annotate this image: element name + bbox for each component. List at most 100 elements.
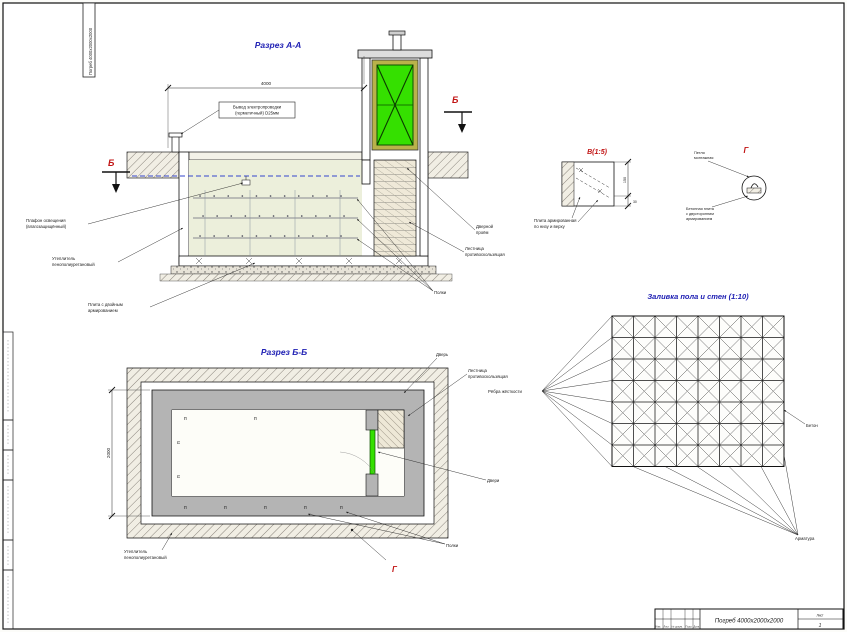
petlya-label-2: монтажная [694,156,713,160]
plafon-label-1: Плафон освещения [26,218,66,223]
detail-v-label-2: по низу и верху [534,224,566,229]
titleblock-col-podp: Подп. [686,625,693,629]
corner-stamp: Погреб 4000х2000х2000 [82,2,96,78]
dim-4000-value: 4000 [261,81,272,86]
titleblock-col-data: Дата [694,625,700,629]
shelf-mark: п [184,505,187,511]
shelf-mark: п [254,416,257,422]
floor-slab [178,255,429,267]
detail-v-dims: 150 30 [614,158,637,210]
detail-v-dim-30: 30 [633,200,637,204]
section-bb-title: Разрез Б-Б [261,347,307,357]
callout-armatura: Арматура [632,454,815,541]
plan-earth-band [126,367,449,539]
polki-bb-label: Полки [446,543,459,548]
detail-v-rebar [575,167,611,199]
pour-grid-title: Заливка пола и стен (1:10) [647,292,749,301]
detail-g-title: Г [744,146,750,155]
shaft-right-wall [419,57,429,257]
dveri-label: Двери [487,478,500,483]
uteplitel-bb-label-2: пенополиуретановый [124,555,167,560]
shelves [193,190,358,256]
callout-rebra: Рёбра жёсткости [488,315,613,467]
left-stamp-boxes [2,331,14,630]
corner-stamp-label: Погреб 4000х2000х2000 [88,27,93,75]
shaft-left-wall [361,57,371,161]
callout-uteplitel-aa: Утеплитель пенополиуретановый [52,227,184,267]
earth-left [126,151,180,179]
detail-g-plate [746,187,762,194]
electric-conduit [168,132,183,153]
plan-ladder [377,409,405,449]
proem-label-2: проём [476,230,488,235]
hatch-door [371,59,419,151]
detail-v-label-1: Плита армированная [534,218,577,223]
detail-v-xmarks [578,167,603,194]
uteplitel-bb-label-1: Утеплитель [124,549,148,554]
callout-dveri: Двери [377,451,500,483]
door-swing-arc [339,451,376,475]
marker-b-right: Б [444,95,472,133]
beton-label: Бетон [806,423,818,428]
armatura-label: Арматура [795,536,815,541]
cellar-interior [189,160,362,256]
titleblock-col-izm: Изм. [656,625,662,629]
shelf-mark: п [224,505,227,511]
uteplitel-aa-label-1: Утеплитель [52,256,76,261]
marker-b-right-label: Б [452,95,459,105]
callout-beton-plita: Бетонная плита с двусторонним армировани… [686,195,749,221]
plan-interior [172,410,404,496]
callout-polki-bb: Полки [307,511,459,548]
section-bb: Разрез Б-Б п п п п п п п п п 2000 [106,347,508,574]
titleblock-sheet-label: Лист [817,614,824,618]
electro-label-1: Вывод электропроводки [233,105,282,110]
plan-partition-top [365,409,379,431]
marker-b-left: Б [102,158,130,193]
uteplitel-aa-label-2: пенополиуретановый [52,262,95,267]
detail-v: В(1:5) 150 30 Плита армированная по низу… [534,149,637,229]
ladder [373,159,417,257]
titleblock-sheet-no: 1 [819,623,822,629]
section-aa-title: Разрез А-А [255,40,301,50]
titleblock-col-list: Лист [664,625,670,629]
beton-plita-label-1: Бетонная плита [686,207,715,211]
detail-v-title: В(1:5) [587,149,608,156]
callout-lestnica-aa: Лестница противоскользящая [408,221,505,257]
proem-label-1: Дверной [476,224,494,229]
plita-label-2: армированием [88,308,118,313]
detail-v-dim-150: 150 [623,177,627,183]
earth-right [427,151,469,179]
rebra-label: Рёбра жёсткости [488,389,523,394]
lestnica-bb-label-2: противоскользящая [468,374,508,379]
callout-electro: Вывод электропроводки (герметичный) D25м… [180,101,296,135]
electro-label-2: (герметичный) D25мм [235,111,279,116]
lestnica-aa-label-1: Лестница [465,246,485,251]
gravel-bed [170,265,437,275]
shelf-mark: п [304,505,307,511]
callout-proem: Дверной проём [406,167,494,235]
detail-g: Г Петля монтажная Бетонная плита с двуст… [686,146,767,221]
callout-uteplitel-bb: Утеплитель пенополиуретановый [124,532,173,560]
marker-g: Г [350,528,398,574]
lamp [241,176,251,186]
callout-plita: Плита с двойным армированием [88,262,256,313]
marker-b-left-label: Б [108,158,115,168]
shaft-roof [357,49,433,59]
callout-dver: Дверь [403,352,449,394]
pour-grid: Заливка пола и стен (1:10) Рёбра жёсткос… [488,292,818,541]
plan-door [369,429,376,475]
dver-label: Дверь [436,352,449,357]
dim-2000: 2000 [106,386,150,520]
shelf-mark: п [176,441,182,444]
beton-plita-label-2: с двусторонним [686,212,714,216]
section-aa: Разрез А-А [26,30,505,313]
callout-plafon: Плафон освещения (влагозащищённый) [26,182,244,229]
titleblock-col-doc: № докум. [672,626,684,629]
callout-lestnica-bb: Лестница противоскользящая [407,368,508,417]
lifting-loop-icon [750,183,759,189]
rebar-mesh [611,315,785,467]
shelf-mark: п [264,505,267,511]
lestnica-aa-label-2: противоскользящая [465,252,505,257]
polki-aa-label: Полки [434,290,447,295]
